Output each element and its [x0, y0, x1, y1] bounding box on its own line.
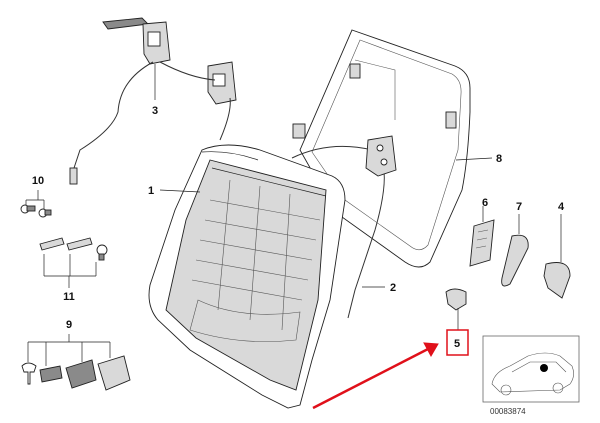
- seat-location-marker: [540, 364, 548, 372]
- callout-3: 3: [152, 105, 158, 117]
- car-location-inset: [482, 335, 580, 403]
- callout-7: 7: [516, 201, 522, 213]
- callout-11: 11: [63, 291, 75, 303]
- fasteners-part-9: [21, 355, 131, 391]
- callout-2: 2: [390, 282, 396, 294]
- red-arrow: [312, 342, 439, 410]
- brackets-part-11: [39, 237, 108, 261]
- callout-4: 4: [558, 201, 565, 213]
- callout-9: 9: [66, 319, 72, 331]
- callout-1: 1: [148, 185, 154, 197]
- highlight-box: [446, 329, 469, 356]
- leader-lines: [25, 64, 562, 366]
- recliner-mechanism-right: [365, 135, 397, 177]
- diagram-reference-code: 00083874: [490, 407, 526, 416]
- callout-8: 8: [496, 153, 502, 165]
- cover-part-6: [469, 219, 495, 267]
- callout-10: 10: [32, 175, 44, 187]
- cap-part-4: [543, 262, 571, 299]
- callout-6: 6: [482, 197, 488, 209]
- callout-5: 5: [454, 338, 460, 350]
- cover-part-7: [501, 234, 529, 287]
- screws-part-10: [20, 204, 52, 218]
- pin-part-5: [445, 288, 467, 311]
- backrest-frame: [148, 144, 346, 409]
- adjustment-cable-assembly: [69, 17, 237, 185]
